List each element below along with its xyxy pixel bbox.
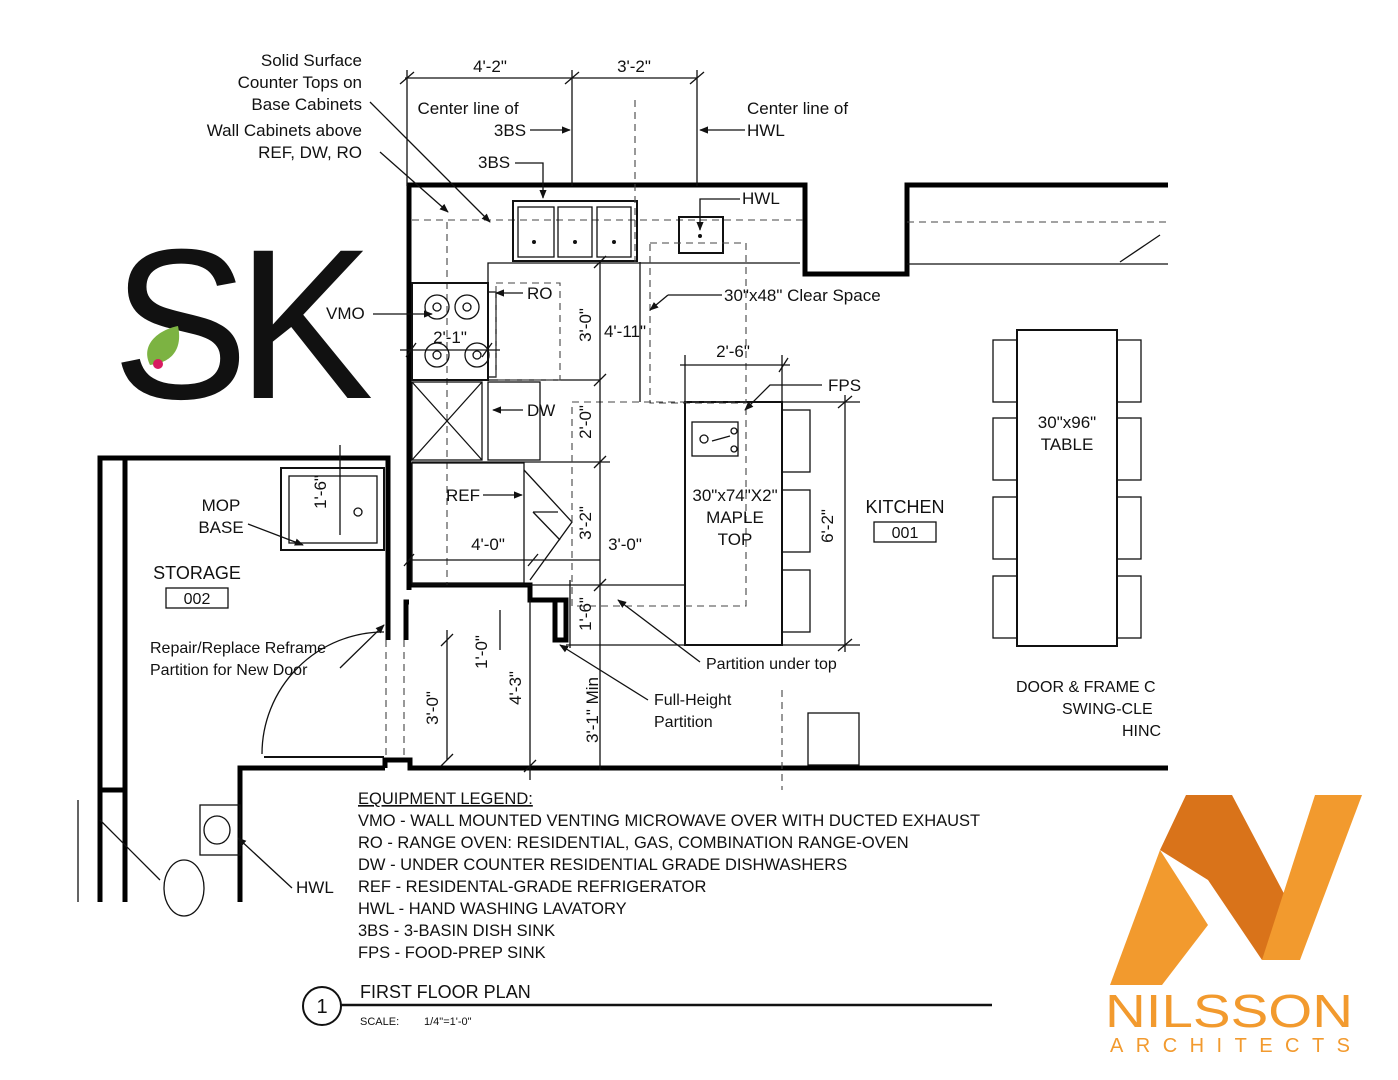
firm-name: NILSSON [1105,985,1353,1037]
three-basin-sink [512,200,638,262]
note-repair-partition-1: Repair/Replace Reframe [150,640,326,657]
note-clear-space: 30"x48" Clear Space [724,286,881,305]
dim-door-offset: 1'-0" [472,635,491,669]
note-counter-tops-2: Counter Tops on [238,73,362,92]
legend-item-ref: REF - RESIDENTAL-GRADE REFRIGERATOR [358,878,706,896]
note-repair-partition-2: Partition for New Door [150,662,308,679]
label-hwl-restroom: HWL [296,878,334,897]
hand-wash-lavatory [678,216,724,254]
logo-mark-top [1160,795,1290,960]
note-partition-under-top: Partition under top [706,656,837,673]
note-full-height-2: Partition [654,714,713,731]
note-mop-base-1: MOP [202,496,241,515]
dim-island-length: 6'-2" [818,509,837,543]
label-ro: RO [527,284,553,303]
dining-table [992,329,1142,647]
note-center-line-3bs-1: Center line of [417,99,518,118]
dimension-labels: 4'-2" 3'-2" 2'-1" 4'-11" 2'-6" 4'-0" 3'-… [311,57,837,743]
legend-item-fps: FPS - FOOD-PREP SINK [358,944,546,962]
refrigerator [411,462,573,584]
dim-range-width: 2'-1" [433,328,467,347]
room-name-storage: STORAGE [153,563,241,583]
legend-item-vmo: VMO - WALL MOUNTED VENTING MICROWAVE OVE… [358,812,980,830]
label-fps: FPS [828,376,861,395]
label-island-1: 30"x74"X2" [692,486,777,505]
note-door-3: HINC [1122,723,1161,740]
leader-lines [237,101,822,889]
dot-icon [153,359,163,369]
room-name-kitchen: KITCHEN [865,497,944,517]
firm-sub: ARCHITECTS [1110,1035,1350,1057]
room-number-kitchen: 001 [892,525,919,542]
drawing-number: 1 [316,996,327,1018]
dim-island-width: 2'-6" [716,342,750,361]
note-wall-cabinets-2: REF, DW, RO [258,143,362,162]
note-wall-cabinets-1: Wall Cabinets above [207,121,362,140]
note-center-line-3bs-2: 3BS [494,121,526,140]
note-center-line-hwl-1: Center line of [747,99,848,118]
logo-mark-left [1110,850,1208,985]
label-vmo: VMO [326,304,365,323]
scale-label: SCALE: [360,1016,399,1028]
room-number-storage: 002 [184,591,211,608]
legend-item-ro: RO - RANGE OVEN: RESIDENTIAL, GAS, COMBI… [358,834,909,852]
label-ref: REF [446,486,480,505]
island-maple-top [571,401,811,646]
range-oven [411,282,561,381]
dim-partition: 4'-3" [506,671,525,705]
note-counter-tops-1: Solid Surface [261,51,362,70]
leaf-icon [147,326,180,365]
label-island-2: MAPLE [706,508,764,527]
dim-top-left: 4'-2" [473,57,507,76]
legend-title: EQUIPMENT LEGEND: [358,790,533,808]
note-door-2: SWING-CLE [1062,701,1153,718]
drawing-title-block: 1 FIRST FLOOR PLAN SCALE: 1/4"=1'-0" [302,982,992,1028]
label-hwl-kitchen: HWL [742,189,780,208]
sk-logo: SK [112,205,384,444]
nilsson-architects-logo: NILSSON ARCHITECTS [1105,795,1362,1057]
equipment-legend: EQUIPMENT LEGEND: VMO - WALL MOUNTED VEN… [358,790,980,962]
dim-offset: 1'-6" [576,597,595,631]
dim-mop-offset: 1'-6" [311,475,330,509]
dim-ref-run: 4'-0" [471,535,505,554]
storage-fixtures [77,445,405,917]
legend-item-dw: DW - UNDER COUNTER RESIDENTIAL GRADE DIS… [358,856,847,874]
note-mop-base-2: BASE [198,518,243,537]
drawing-title: FIRST FLOOR PLAN [360,982,531,1002]
walls [97,182,1168,902]
note-center-line-hwl-2: HWL [747,121,785,140]
label-island-3: TOP [718,530,753,549]
kitchen-fixtures [411,200,1168,790]
label-3bs: 3BS [478,153,510,172]
legend-item-hwl: HWL - HAND WASHING LAVATORY [358,900,627,918]
dim-counter-depth-2: 2'-0" [576,405,595,439]
scale-value: 1/4"=1'-0" [424,1016,472,1028]
dim-top-right: 3'-2" [617,57,651,76]
legend-item-3bs: 3BS - 3-BASIN DISH SINK [358,922,555,940]
dim-counter-depth-1: 3'-0" [576,308,595,342]
dim-clear-depth: 4'-11" [604,322,646,341]
annotation-labels: Solid Surface Counter Tops on Base Cabin… [150,51,1161,897]
note-full-height-1: Full-Height [654,692,732,709]
note-door-1: DOOR & FRAME C [1016,679,1156,696]
dim-aisle: 3'-0" [608,535,642,554]
dim-counter-depth-3: 3'-2" [576,506,595,540]
sk-logo-letters: SK [112,205,372,444]
dim-min-clear: 3'-1" Min [583,677,602,743]
dim-door-width: 3'-0" [423,691,442,725]
label-table-2: TABLE [1041,435,1094,454]
dimension-lines [399,70,860,780]
label-dw: DW [527,401,555,420]
dishwasher [411,381,541,461]
label-table-1: 30"x96" [1038,413,1096,432]
logo-mark-right [1262,795,1362,960]
note-counter-tops-3: Base Cabinets [251,95,362,114]
